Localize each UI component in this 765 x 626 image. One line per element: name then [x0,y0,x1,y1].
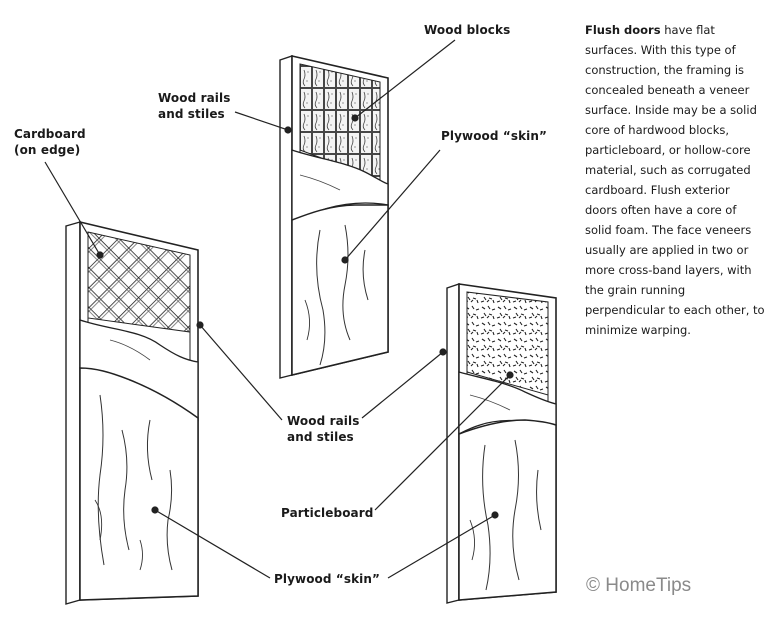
leader-plywood-top [344,149,441,261]
label-wood-blocks-text: Wood blocks [424,23,511,37]
description-lead: Flush doors [585,23,661,37]
cardboard-core-door [65,220,199,605]
label-wood-rails-mid-line1: Wood rails [287,414,360,428]
hometips-watermark: © HomeTips [586,575,692,596]
leader-wood-rails-top [234,111,289,131]
label-wood-blocks: Wood blocks [424,22,510,38]
label-wood-rails-top-line1: Wood rails [158,91,231,105]
leader-wood-blocks [354,39,456,119]
flush-doors-description: Flush doors have flat surfaces. With thi… [585,20,765,340]
label-wood-rails-top-line2: and stiles [158,107,225,121]
label-particleboard-text: Particleboard [281,506,374,520]
wood-block-core-door [279,54,389,379]
description-body: have flat surfaces. With this type of co… [585,23,765,337]
label-plywood-top-text: Plywood “skin” [441,129,548,143]
label-particleboard: Particleboard [281,505,373,521]
label-cardboard-line2: (on edge) [14,143,81,157]
label-wood-rails-mid-line2: and stiles [287,430,354,444]
particleboard-core-door [446,283,557,604]
leader-lines [44,39,514,579]
label-plywood-bottom: Plywood “skin” [274,571,380,587]
leader-plywood-right [387,514,496,579]
leader-particleboard [374,374,511,511]
leader-cardboard [44,161,101,256]
label-wood-rails-top: Wood rails and stiles [158,90,230,122]
leader-plywood-left [154,509,271,579]
leader-wood-rails-left [199,324,283,421]
leader-wood-rails-right [361,351,444,419]
label-cardboard-line1: Cardboard [14,127,86,141]
label-wood-rails-mid: Wood rails and stiles [287,413,359,445]
label-plywood-top: Plywood “skin” [441,128,547,144]
label-plywood-bottom-text: Plywood “skin” [274,572,381,586]
label-cardboard: Cardboard (on edge) [14,126,86,158]
